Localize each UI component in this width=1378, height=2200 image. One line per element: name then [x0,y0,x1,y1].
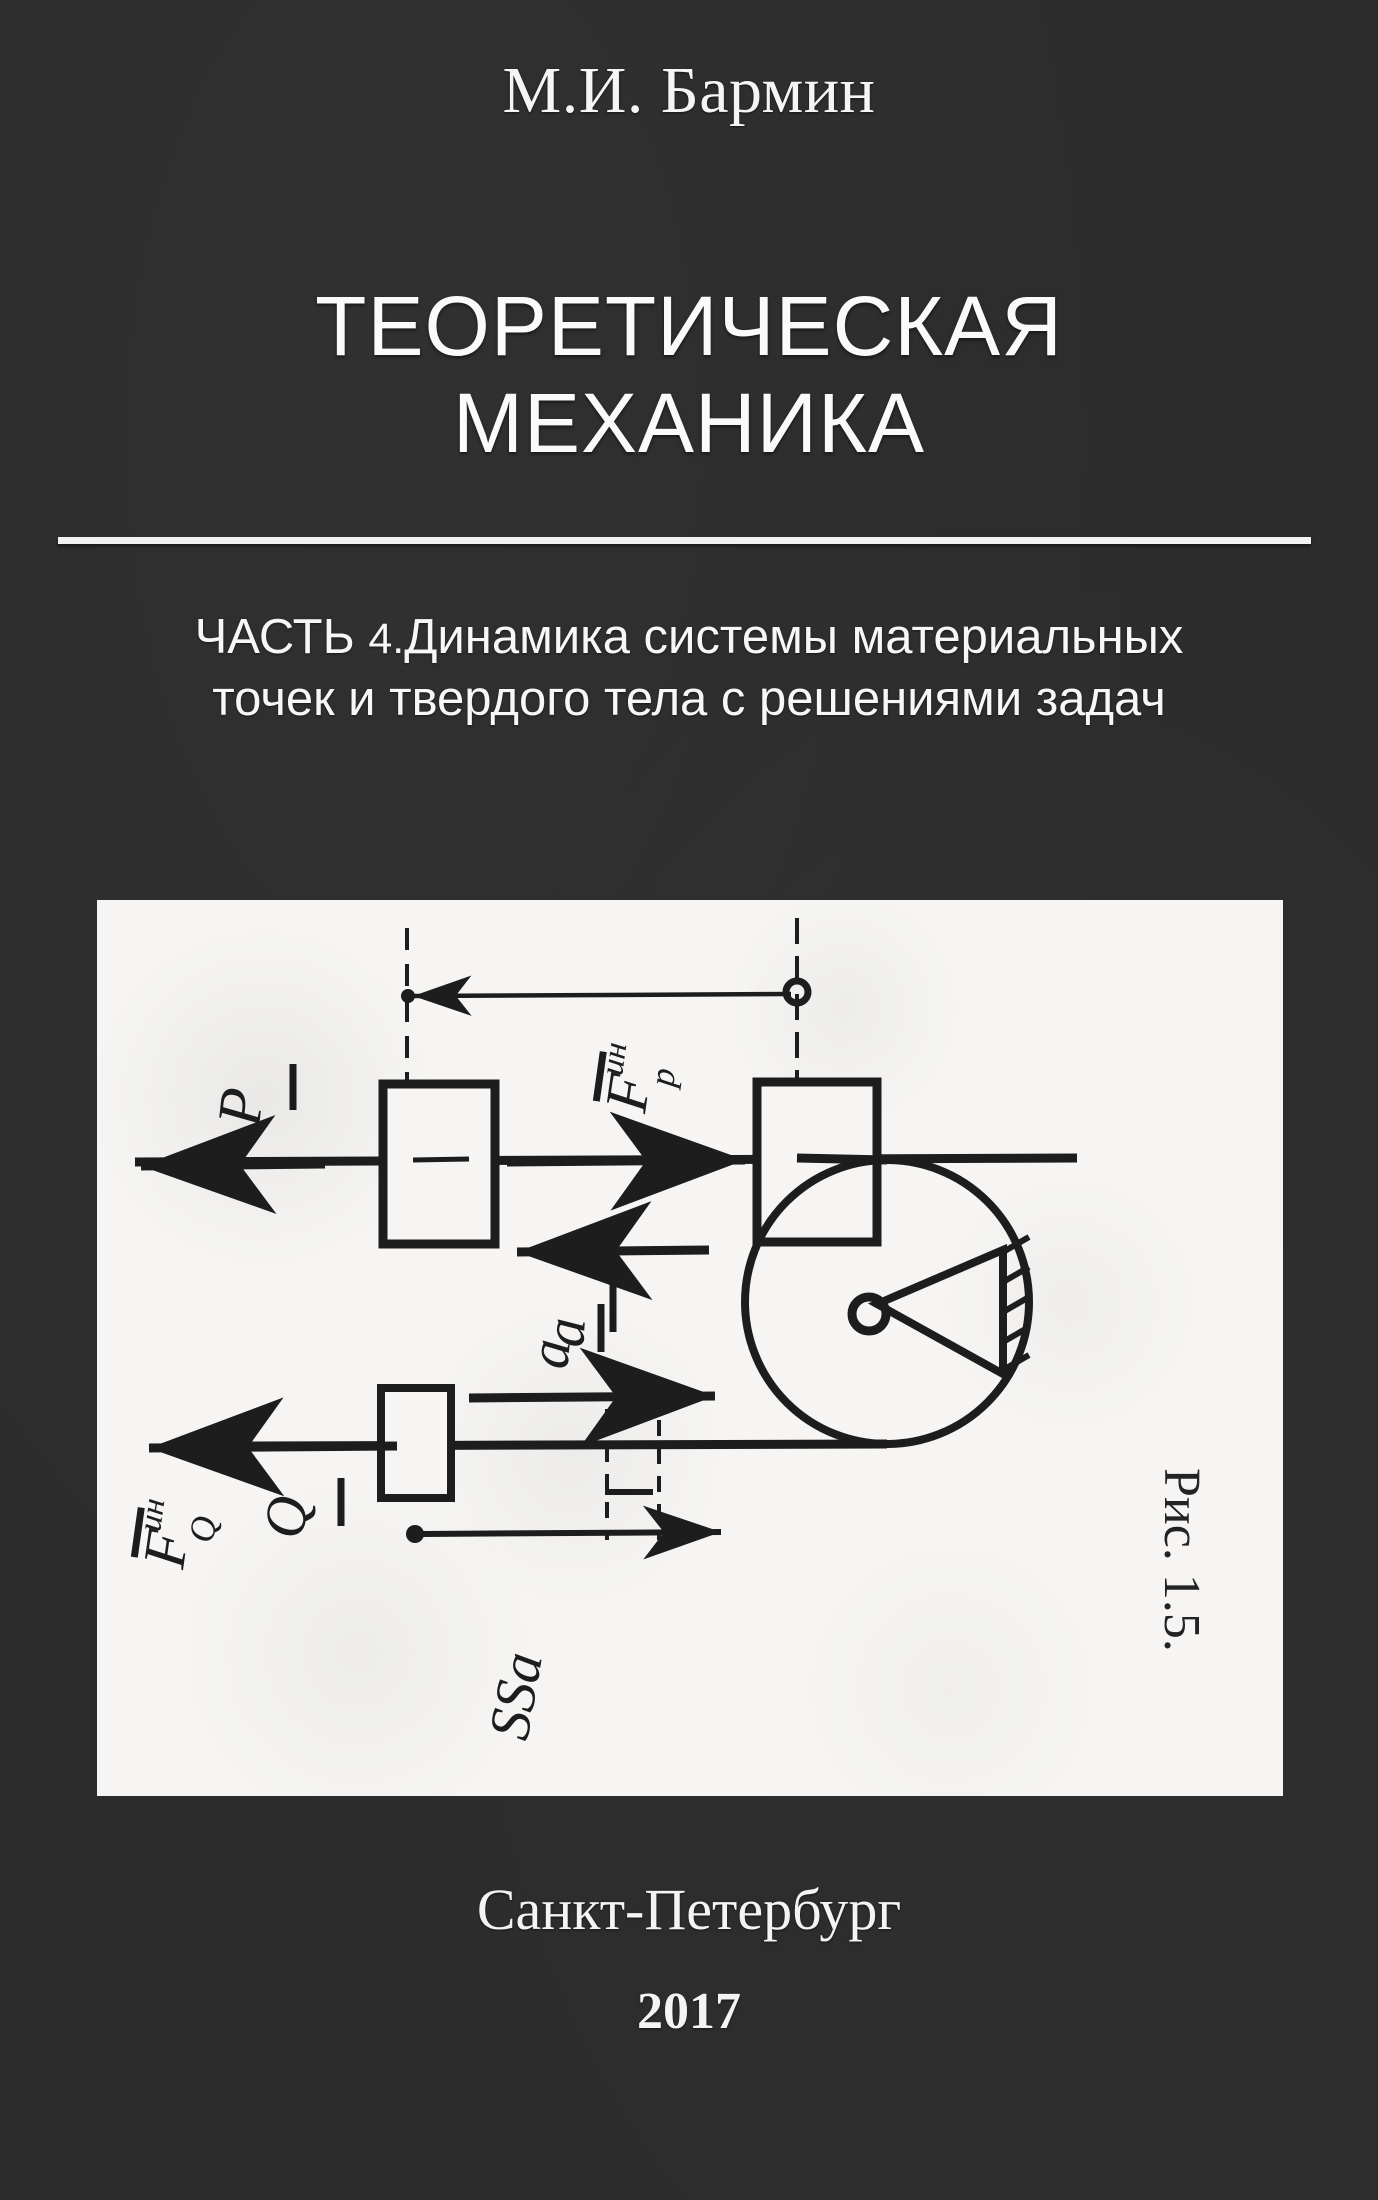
force-q-label: Q [251,1493,320,1541]
length-dimension-marker [605,1409,661,1540]
subtitle: ЧАСТЬ 4.Динамика системы материальных то… [24,606,1354,730]
subtitle-line-1-rest: Динамика системы материальных [404,610,1184,664]
force-p-label: P [205,1085,277,1131]
tension-label: SSa [476,1647,555,1744]
inertia-force-p-label-group: F p ин [592,1040,683,1117]
subtitle-part-number: 4. [368,615,405,663]
subtitle-part-label: ЧАСТЬ [194,610,355,664]
accel-upper-label-group: a [531,1284,617,1349]
pulley-hub [847,1292,891,1336]
inertia-force-q-arrow [148,1397,398,1497]
tension-label-group: SSa [476,1647,555,1744]
upper-block-left [378,1079,500,1249]
imprint-year: 2017 [637,1983,741,2040]
subtitle-line-2: точек и твердого тела с решениями задач [212,672,1166,727]
author-name: М.И. Бармин [502,54,876,127]
force-q-label-group: Q [251,1478,345,1541]
force-p-arrow [140,1115,326,1215]
accel-upper-label: a [531,1315,598,1348]
title-line-1: ТЕОРЕТИЧЕСКАЯ [315,279,1063,373]
dim-node-left [401,989,415,1003]
diagram-ink: P F p ин [130,918,1210,1744]
accel-lower-arrow [468,1347,716,1447]
pulley-support-triangle [867,1243,1007,1381]
cover-figure-panel: P F p ин [97,900,1283,1796]
inertia-force-p-vector-bar [592,1051,607,1102]
tension-arrow [422,1505,722,1560]
inertia-force-q-subscript: Q [181,1514,224,1545]
inertia-force-q-vector-bar [130,1507,145,1558]
accel-upper-arrow [516,1201,710,1301]
inertia-force-q-label-group: F Q ин [130,1496,224,1573]
title-line-2: МЕХАНИКА [452,376,926,471]
accel-lower-label: a [515,1336,583,1372]
upper-cord-to-pulley [796,1153,888,1165]
imprint-city: Санкт-Петербург [476,1877,902,1942]
dim-arrow [412,975,792,1016]
subtitle-line-1: ЧАСТЬ 4.Динамика системы материальных [24,606,1354,668]
upper-block-left-mark [412,1156,470,1163]
pulley-group [741,1156,1033,1448]
title-divider-rule [58,537,1311,544]
pulley-ground-hatching [1001,1234,1031,1373]
accel-lower-label-group: a [515,1304,605,1372]
page-title: ТЕОРЕТИЧЕСКАЯ МЕХАНИКА [0,278,1378,473]
figure-caption: Рис. 1.5. [1153,1468,1210,1652]
force-p-label-group: P [205,1064,297,1131]
tension-origin-node [406,1525,424,1543]
mechanics-diagram: P F p ин [130,918,1210,1744]
inertia-force-p-arrow [506,1111,746,1211]
dim-node-right [782,977,812,1007]
